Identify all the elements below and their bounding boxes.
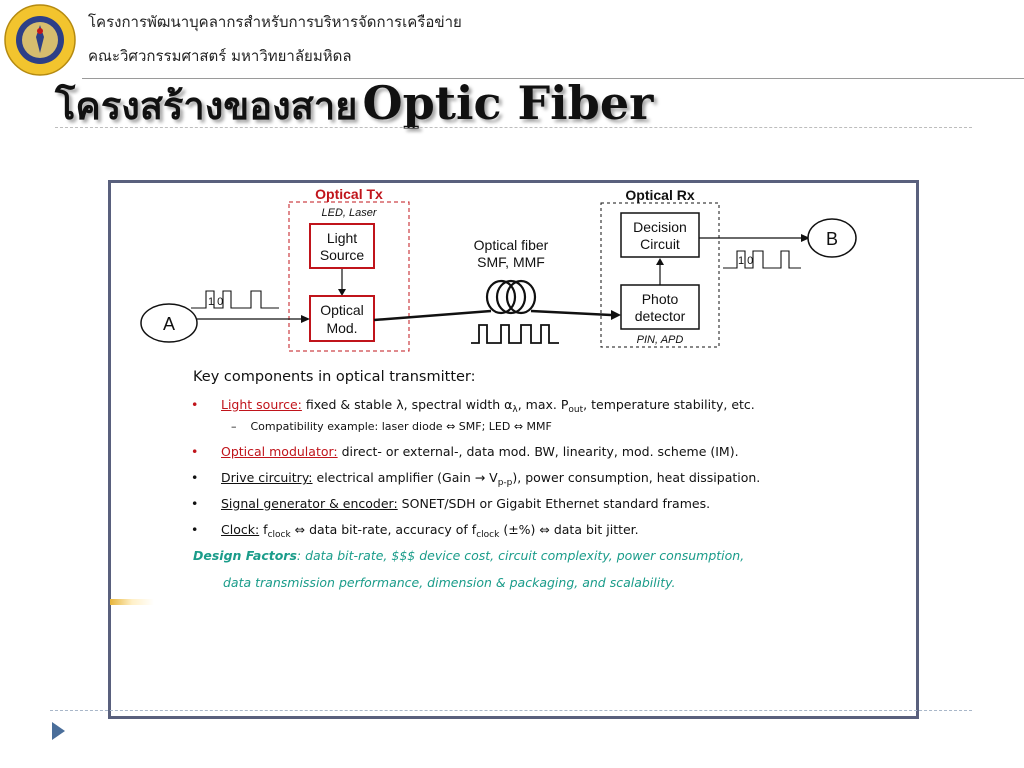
- bullet: •: [191, 444, 199, 459]
- optical-mod-l1: Optical: [320, 302, 364, 318]
- optical-mod-label: Optical modulator:: [221, 444, 338, 459]
- drive-text2: ), power consumption, heat dissipation.: [512, 470, 761, 485]
- node-b-label: B: [826, 229, 838, 249]
- slide-title-english: Optic Fiber: [362, 76, 654, 130]
- light-source-text3: , temperature stability, etc.: [583, 397, 755, 412]
- org-line-2: คณะวิศวกรรมศาสตร์ มหาวิทยาลัยมหิดล: [88, 47, 352, 65]
- light-source-box: [309, 223, 375, 269]
- light-source-l1: Light: [327, 230, 357, 246]
- tx-sub: LED, Laser: [321, 207, 377, 219]
- org-line-1: โครงการพัฒนาบุคลากรสำหรับการบริหารจัดการ…: [88, 13, 462, 31]
- design-factors-line2: data transmission performance, dimension…: [223, 575, 676, 590]
- optical-link-diagram: Optical Tx LED, Laser Light Source Optic…: [140, 186, 857, 352]
- optical-mod-text: direct- or external-, data mod. BW, line…: [341, 444, 739, 459]
- bullet: •: [191, 522, 199, 537]
- signal-label: Signal generator & encoder:: [221, 496, 398, 511]
- fiber-label-l1: Optical fiber: [474, 237, 549, 253]
- fiber-coil-icon: [485, 279, 537, 315]
- tx-dashed-box: [288, 201, 410, 352]
- tx-label: Optical Tx: [315, 186, 383, 202]
- input-pulse: [191, 290, 279, 309]
- light-source-l2: Source: [320, 247, 365, 263]
- rx-sub: PIN, APD: [637, 334, 684, 346]
- footer-divider: [50, 710, 972, 711]
- design-factors-line1: Design Factors: data bit-rate, $$$ devic…: [193, 548, 744, 563]
- fiber-pulse: [471, 324, 559, 344]
- components-heading: Key components in optical transmitter:: [193, 369, 476, 385]
- bullet: •: [191, 397, 199, 412]
- photo-detector-box: [620, 284, 700, 330]
- clock-text: ⇔ data bit-rate, accuracy of f: [294, 522, 477, 537]
- slide-arrow-icon: [52, 722, 65, 740]
- slide-title: โครงสร้างของสาย Optic Fiber: [55, 80, 653, 126]
- drive-sub: p-p: [497, 478, 513, 488]
- optical-mod-l2: Mod.: [326, 320, 357, 336]
- compat-text: Compatibility example: laser diode ⇔ SMF…: [250, 420, 552, 433]
- clock-text2: (±%) ⇔ data bit jitter.: [503, 522, 639, 537]
- decision-l1: Decision: [633, 219, 687, 235]
- design-text: : data bit-rate, $$$ device cost, circui…: [296, 548, 745, 563]
- node-a: [140, 303, 198, 343]
- optical-mod-box: [309, 295, 375, 342]
- design-label: Design Factors: [193, 548, 297, 563]
- rx-dashed-box: [600, 202, 720, 348]
- title-underline: [55, 127, 972, 128]
- light-source-sub: λ: [512, 405, 518, 415]
- photo-l2: detector: [635, 308, 686, 324]
- university-seal-logo: [4, 4, 76, 76]
- node-a-label: A: [163, 314, 175, 334]
- slide-title-thai: โครงสร้างของสาย: [55, 83, 358, 128]
- drive-text: electrical amplifier (Gain → V: [316, 470, 498, 485]
- dash: –: [231, 420, 237, 433]
- drive-label: Drive circuitry:: [221, 470, 313, 485]
- rx-label: Optical Rx: [625, 187, 694, 203]
- photo-l1: Photo: [642, 291, 679, 307]
- clock-sub-2: clock: [476, 530, 500, 540]
- light-source-text2: , max. P: [517, 397, 569, 412]
- clock-sub: clock: [267, 530, 291, 540]
- node-b: [807, 218, 857, 258]
- output-pulse: [723, 250, 801, 269]
- decision-circuit-box: [620, 212, 700, 258]
- signal-text: SONET/SDH or Gigabit Ethernet standard f…: [401, 496, 711, 511]
- light-source-label: Light source:: [221, 397, 302, 412]
- clock-f: f: [263, 522, 268, 537]
- input-bits: 1 0: [208, 296, 223, 308]
- decorative-fade-bar: [110, 599, 154, 605]
- output-bits: 1 0: [738, 255, 753, 267]
- figure-frame: Optical Tx LED, Laser Light Source Optic…: [108, 180, 919, 719]
- clock-label: Clock:: [221, 522, 260, 537]
- header-divider: [82, 78, 1024, 79]
- bullet: •: [191, 470, 199, 485]
- fiber-label-l2: SMF, MMF: [477, 254, 545, 270]
- decision-l2: Circuit: [640, 236, 680, 252]
- light-source-sub2: out: [568, 405, 584, 415]
- light-source-text: fixed & stable λ, spectral width α: [305, 397, 513, 412]
- item-compatibility: – Compatibility example: laser diode ⇔ S…: [231, 420, 552, 433]
- bullet: •: [191, 496, 199, 511]
